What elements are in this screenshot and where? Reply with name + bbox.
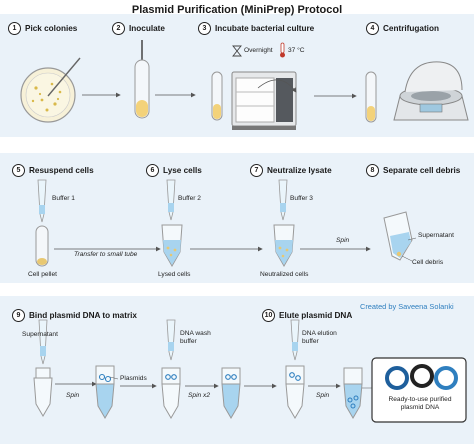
spin-column-icon (161, 367, 181, 419)
incubator-icon (231, 71, 297, 130)
buffer-1-label: Buffer 1 (52, 195, 75, 202)
supernatant-label-2: Supernatant (22, 331, 58, 338)
step-number: 7 (250, 164, 263, 177)
plasmid-dna-box (371, 357, 467, 423)
neutralized-cells-label: Neutralized cells (260, 271, 309, 278)
pipette-icon (166, 319, 176, 361)
credit-text: Created by Saveena Solanki (360, 302, 454, 311)
lysed-cells-label: Lysed cells (158, 271, 191, 278)
culture-tube-icon (211, 71, 223, 121)
pipette-icon (166, 179, 176, 221)
step-number: 9 (12, 309, 25, 322)
cell-debris-label: Cell debris (412, 259, 444, 266)
pipette-icon (290, 319, 300, 361)
centrifuge-icon (393, 61, 469, 121)
step-label: Inoculate (129, 24, 165, 33)
spin-x2-label: Spin x2 (188, 392, 210, 399)
pipette-icon (37, 179, 47, 223)
step-number: 4 (366, 22, 379, 35)
step-number: 3 (198, 22, 211, 35)
step-number: 6 (146, 164, 159, 177)
step-number: 5 (12, 164, 25, 177)
pipette-icon (278, 179, 288, 221)
step-label: Separate cell debris (383, 166, 461, 175)
cell-pellet-label: Cell pellet (28, 271, 57, 278)
step-9: 9 Bind plasmid DNA to matrix (12, 309, 137, 322)
overnight-label: Overnight (244, 47, 273, 54)
petri-dish-icon (20, 57, 81, 123)
temperature-label: 37 °C (288, 47, 305, 54)
buffer-2-label: Buffer 2 (178, 195, 201, 202)
supernatant-label: Supernatant (418, 232, 454, 239)
step-label: Resuspend cells (29, 166, 94, 175)
spin-column-icon (33, 367, 53, 417)
step-4: 4 Centrifugation (366, 22, 439, 35)
thermometer-icon (280, 42, 285, 58)
step-label: Centrifugation (383, 24, 439, 33)
culture-tube-icon (35, 225, 49, 267)
step-8: 8 Separate cell debris (366, 164, 460, 177)
dna-elution-label: DNA elution buffer (302, 330, 337, 345)
dna-wash-label: DNA wash buffer (180, 330, 211, 345)
step-3: 3 Incubate bacterial culture (198, 22, 314, 35)
ready-label: Ready-to-use purified plasmid DNA (388, 396, 452, 411)
step-label: Neutralize lysate (267, 166, 332, 175)
microtube-icon (383, 211, 413, 261)
step-label: Pick colonies (25, 24, 78, 33)
step-1: 1 Pick colonies (8, 22, 77, 35)
microtube-icon (273, 224, 295, 268)
spin-column-icon (221, 367, 241, 419)
step-label: Bind plasmid DNA to matrix (29, 311, 137, 320)
step-number: 10 (262, 309, 275, 322)
culture-tube-icon (365, 71, 377, 123)
spin-column-icon (343, 367, 363, 419)
step-10: 10 Elute plasmid DNA (262, 309, 352, 322)
step-2: 2 Inoculate (112, 22, 165, 35)
step-label: Elute plasmid DNA (279, 311, 353, 320)
transfer-label: Transfer to small tube (74, 251, 138, 258)
step-number: 2 (112, 22, 125, 35)
hourglass-icon (232, 45, 242, 57)
step-number: 8 (366, 164, 379, 177)
step-number: 1 (8, 22, 21, 35)
step-6: 6 Lyse cells (146, 164, 202, 177)
spin-column-icon (285, 365, 305, 419)
spin-label: Spin (336, 237, 350, 244)
plasmids-label: Plasmids (120, 375, 147, 382)
microtube-icon (161, 224, 183, 268)
step-5: 5 Resuspend cells (12, 164, 94, 177)
spin-label-2: Spin (66, 392, 80, 399)
step-label: Incubate bacterial culture (215, 24, 315, 33)
culture-tube-icon (134, 40, 150, 119)
step-label: Lyse cells (163, 166, 202, 175)
step-7: 7 Neutralize lysate (250, 164, 332, 177)
spin-column-icon (95, 365, 115, 419)
page-title: Plasmid Purification (MiniPrep) Protocol (131, 4, 343, 16)
pipette-icon (38, 319, 48, 365)
buffer-3-label: Buffer 3 (290, 195, 313, 202)
spin-label-3: Spin (316, 392, 330, 399)
